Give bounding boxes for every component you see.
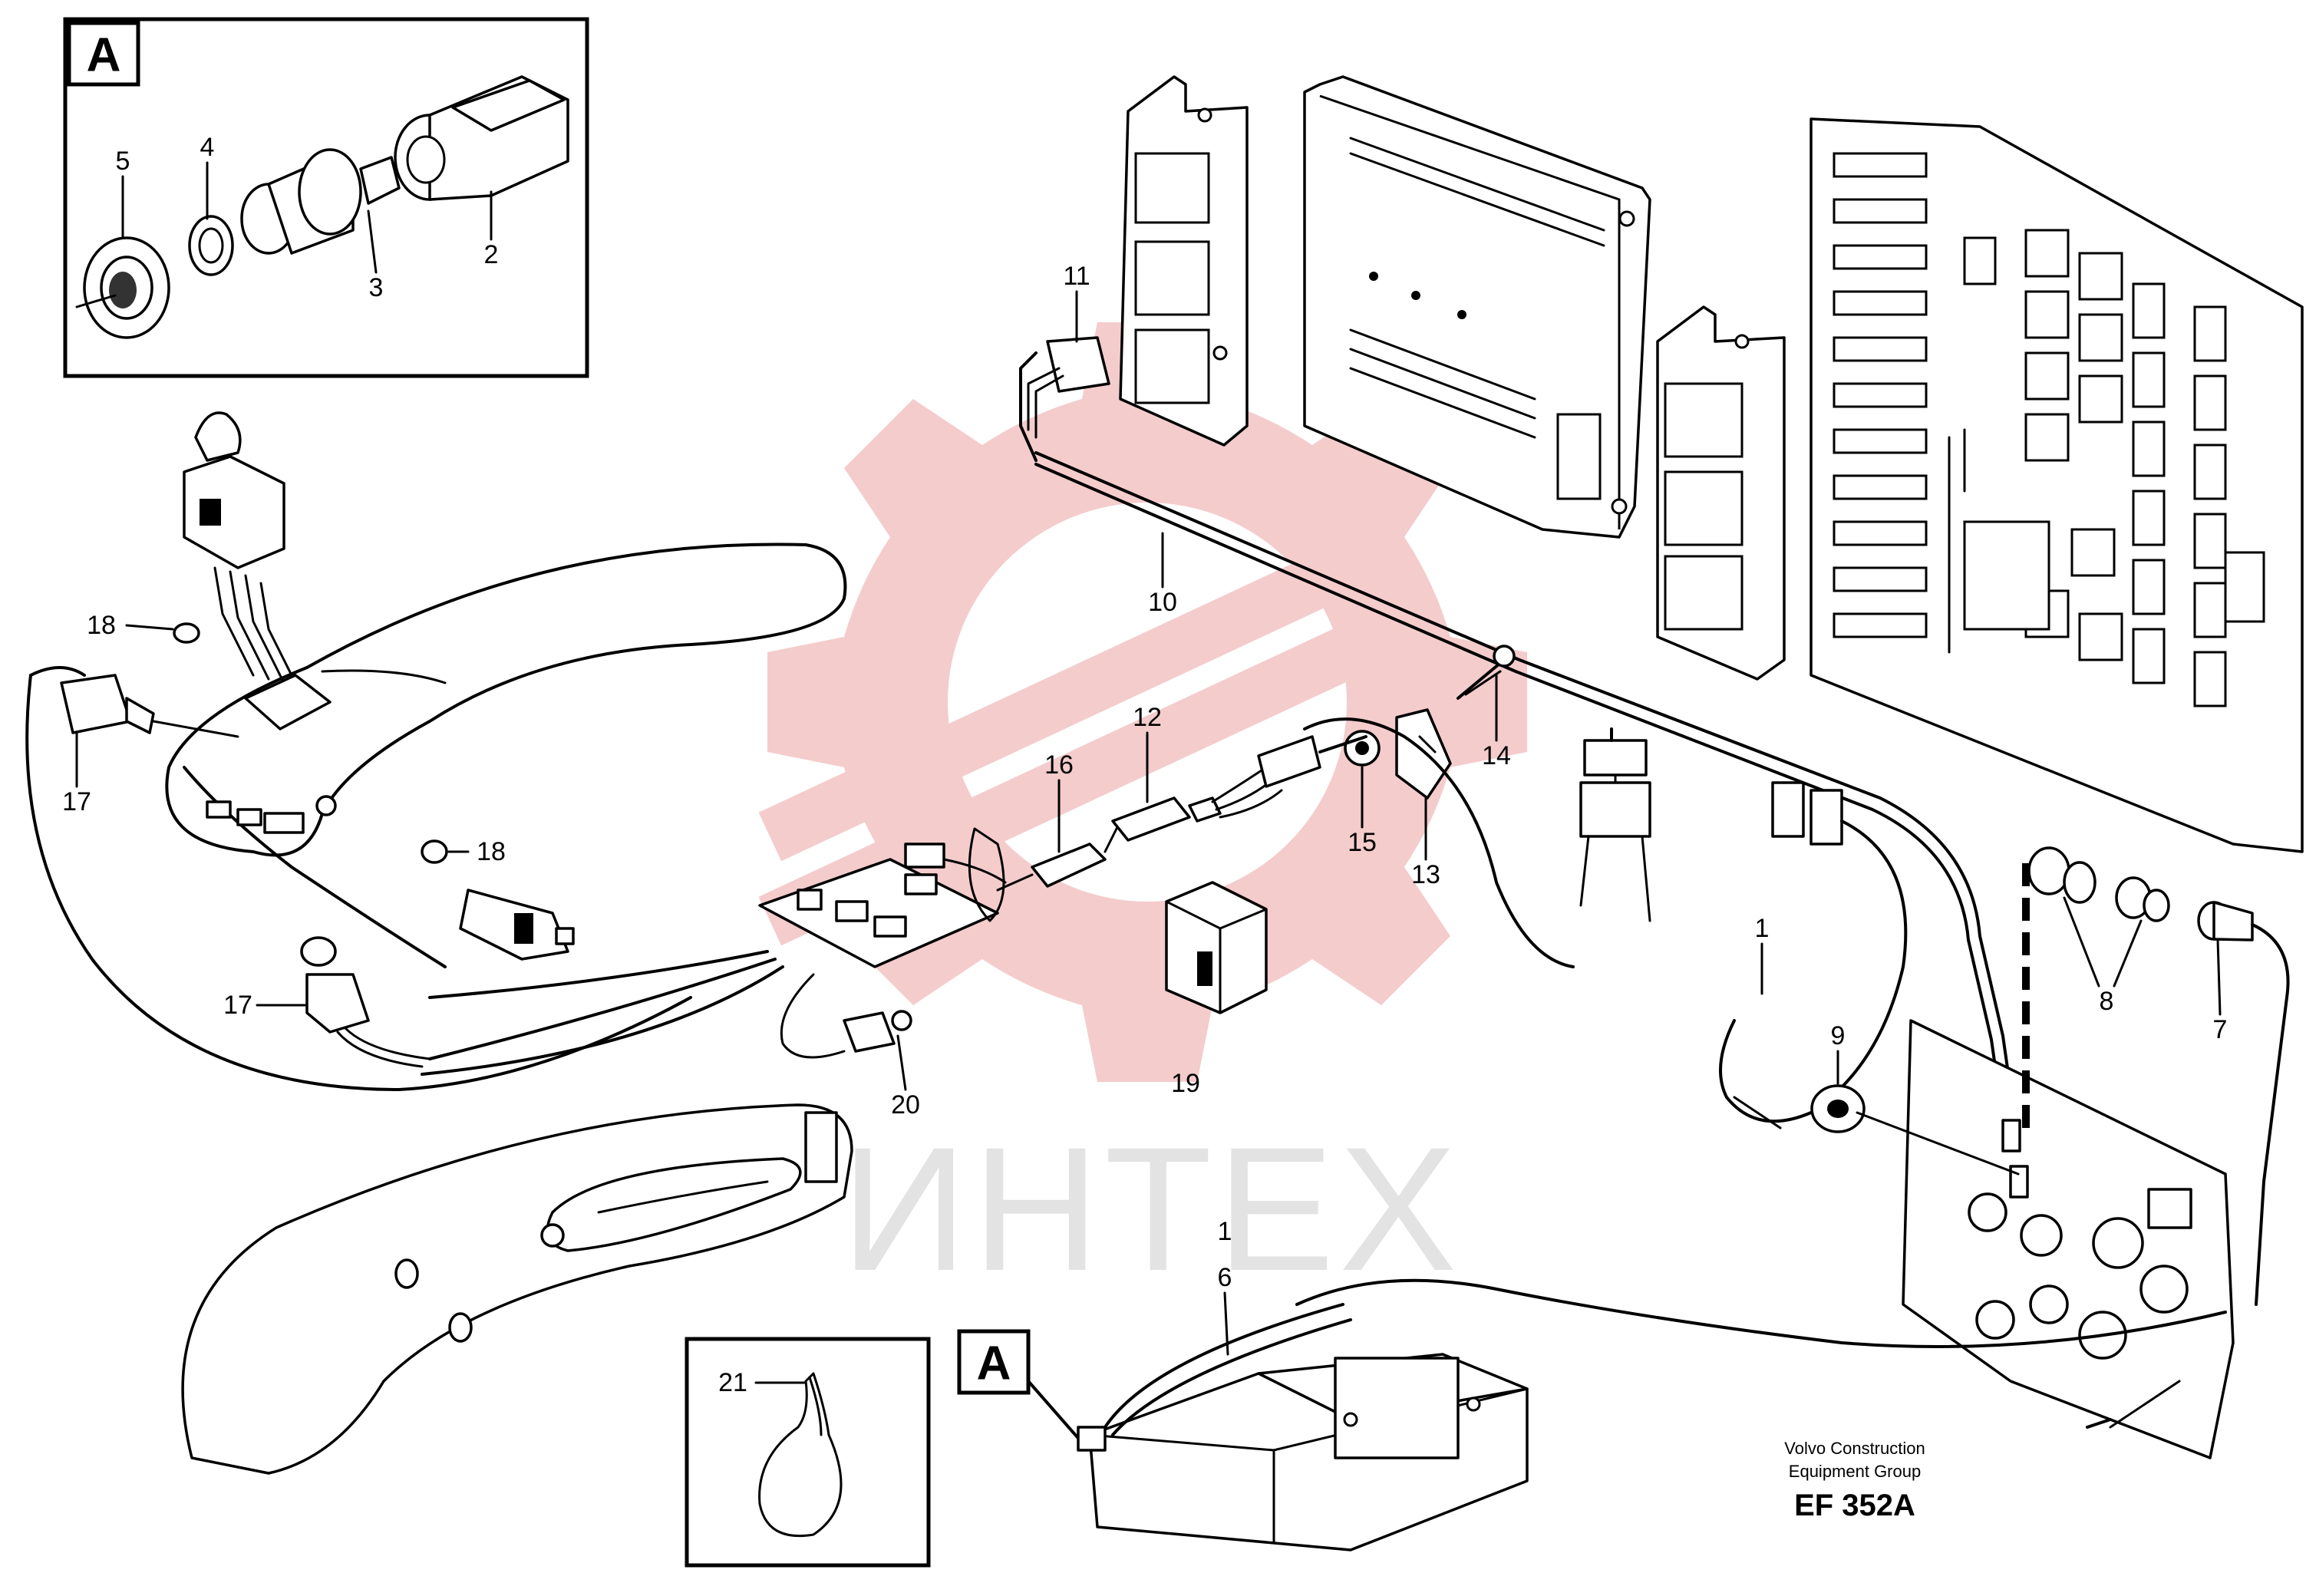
callout-19: 19	[1171, 1069, 1200, 1098]
callout-13: 13	[1411, 860, 1440, 889]
cable-part-1-right	[1719, 819, 1908, 1123]
callout-12: 12	[1133, 703, 1162, 732]
rocker-switch	[459, 889, 575, 961]
instrument-panel	[1902, 1019, 2235, 1459]
callout-18-lower: 18	[477, 837, 506, 866]
callout-11: 11	[1063, 262, 1090, 291]
nut-part-9	[1810, 1084, 1866, 1133]
callout-21: 21	[718, 1368, 747, 1397]
toggle-switch-part-17-upper	[60, 674, 239, 738]
callout-18-upper: 18	[87, 611, 116, 640]
fitting-part-3	[240, 148, 401, 255]
callout-1-right: 1	[1755, 914, 1770, 943]
long-harness-lower	[1295, 1278, 2227, 1348]
callout-17-lower: 17	[223, 991, 252, 1020]
callout-2: 2	[484, 240, 499, 269]
cable-clamp-right	[1771, 781, 1843, 846]
connector-part-11	[1027, 336, 1110, 439]
seat-cutout-slot	[244, 674, 332, 730]
cap-part-18-lower	[421, 839, 448, 864]
cable-tie-inset	[685, 1337, 931, 1568]
callout-box-letter: A	[977, 1337, 1011, 1390]
relay-circuit-board	[1810, 117, 2304, 853]
callout-8: 8	[2100, 987, 2114, 1016]
callout-4: 4	[200, 133, 215, 162]
cap-part-18-upper	[173, 622, 200, 644]
callout-box-a-bottom: A	[957, 1329, 1084, 1444]
inline-connector-stack	[1579, 727, 1651, 922]
harness-tail	[2086, 1418, 2112, 1429]
sensor-box-part-6	[1077, 1303, 1529, 1551]
callout-6: 6	[1218, 1263, 1232, 1292]
callout-7: 7	[2213, 1015, 2228, 1044]
drawing-code: EF 352A	[1794, 1489, 1915, 1522]
joystick-switch	[183, 411, 301, 692]
washer-part-4	[188, 215, 234, 276]
callout-14: 14	[1482, 741, 1511, 770]
circuit-module	[421, 858, 999, 1076]
relay-part-19	[1165, 881, 1268, 1014]
cable-tie-on-harness	[968, 827, 1005, 922]
inline-connector-12	[1111, 735, 1367, 842]
callout-3: 3	[369, 273, 384, 302]
small-clips	[206, 795, 337, 834]
screw-part-14	[1457, 645, 1516, 700]
credit-line-1: Volvo Construction	[1784, 1439, 1925, 1458]
callout-15: 15	[1348, 828, 1377, 857]
armrest-pad	[181, 1103, 853, 1475]
cable-end	[1733, 1096, 1782, 1129]
inset-box-letter: A	[87, 29, 121, 82]
inline-connector-16	[1031, 843, 1107, 888]
nut-part-5	[75, 236, 170, 339]
connector-part-2	[394, 75, 569, 201]
callout-10: 10	[1148, 588, 1177, 617]
inset-detail-a: A 5 4 3 2	[63, 17, 589, 378]
callout-9: 9	[1831, 1021, 1846, 1050]
callout-20: 20	[891, 1090, 920, 1120]
watermark-text: ИНТЕХ	[841, 1110, 1462, 1307]
module-connector	[904, 843, 1007, 884]
wire-16-12	[1104, 827, 1118, 853]
callout-5: 5	[116, 147, 130, 176]
callout-17-upper: 17	[62, 787, 91, 816]
credit-line-2: Equipment Group	[1789, 1462, 1921, 1481]
toggle-switch-part-17-lower	[300, 936, 431, 1068]
harness-end-lines	[2109, 1380, 2181, 1429]
leader-9-line	[1856, 1111, 2020, 1176]
fitting-part-7	[2197, 901, 2290, 1306]
clip-part-13	[1395, 708, 1452, 800]
connector-part-20	[780, 973, 912, 1059]
wire-loop	[1303, 717, 1575, 968]
control-unit-box	[1303, 75, 1651, 539]
callout-1-bottom: 1	[1218, 1217, 1232, 1246]
callout-labels: 11 10 12 16 14 15 13 19 20 18 18 17 1	[62, 262, 2227, 1397]
mounting-bracket-right	[1656, 305, 1786, 681]
wire-16-left	[996, 873, 1034, 892]
main-harness-cable	[1019, 351, 2020, 1149]
callout-16: 16	[1044, 750, 1074, 780]
seat-harness-outline	[25, 542, 847, 1091]
mounting-bracket-left	[1119, 75, 1249, 447]
fittings-part-8	[2027, 846, 2170, 922]
